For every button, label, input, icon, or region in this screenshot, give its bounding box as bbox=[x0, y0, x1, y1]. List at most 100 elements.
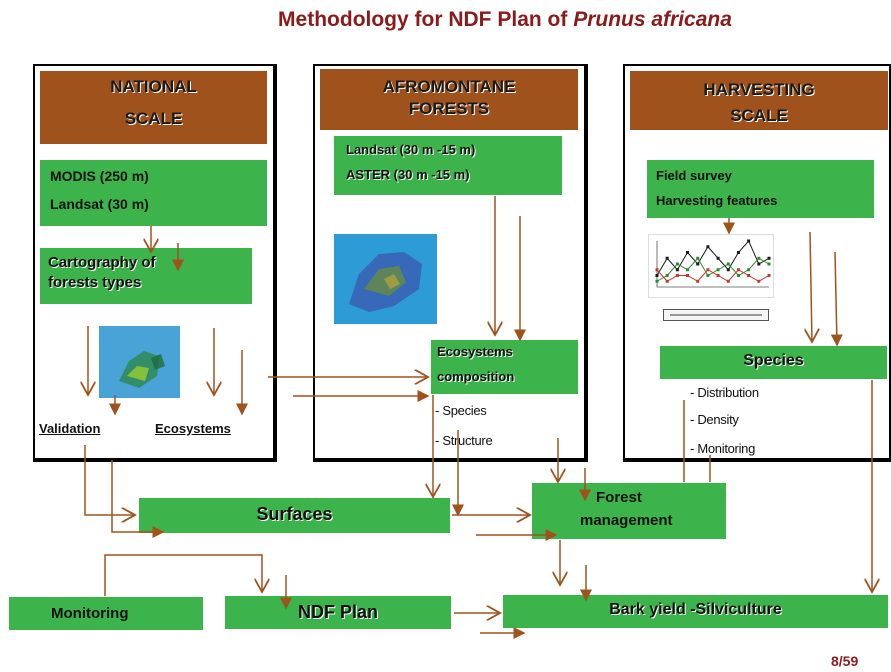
surfaces-box: Surfaces bbox=[139, 498, 450, 533]
arrow-monitoring-ndf bbox=[104, 554, 262, 596]
chart-point bbox=[767, 274, 771, 277]
density-text: Density bbox=[697, 412, 739, 427]
afromontane-forest-map bbox=[334, 234, 437, 324]
chart-point bbox=[706, 268, 710, 272]
forest-management-box: Forest management bbox=[532, 483, 726, 539]
chart-point bbox=[736, 274, 740, 277]
harvesting-chart bbox=[648, 234, 774, 298]
chart-point bbox=[747, 239, 751, 243]
national-header-line2: SCALE bbox=[124, 109, 183, 128]
scale-bar-line bbox=[670, 314, 762, 316]
chart-point bbox=[686, 268, 690, 272]
chart-point bbox=[726, 262, 730, 266]
afromontane-header: AFROMONTANE FORESTS bbox=[320, 69, 578, 130]
chart-point bbox=[665, 256, 669, 260]
chart-scale-bar bbox=[663, 309, 769, 321]
page-title: Methodology for NDF Plan of Prunus afric… bbox=[0, 8, 891, 32]
species-box: Species bbox=[660, 346, 887, 379]
afromontane-sensors: Landsat (30 m -15 m) ASTER (30 m -15 m) bbox=[334, 136, 562, 195]
ndf-plan-box: NDF Plan bbox=[225, 596, 451, 629]
harvest-item-density: - Density bbox=[690, 412, 739, 427]
afromontane-sensor-landsat: Landsat (30 m -15 m) bbox=[346, 142, 476, 157]
monitoring-box: Monitoring bbox=[9, 597, 203, 630]
chart-point bbox=[696, 279, 700, 283]
chart-point bbox=[767, 256, 771, 260]
validation-label: Validation bbox=[39, 421, 101, 436]
afro-item-species: - Species bbox=[435, 403, 487, 418]
chart-point bbox=[716, 274, 720, 277]
chart-point bbox=[757, 262, 761, 266]
cartography-line1: Cartography of bbox=[48, 254, 156, 271]
afro-item-structure: - Structure bbox=[435, 433, 493, 448]
chart-point bbox=[655, 274, 659, 277]
eco-composition-line2: composition bbox=[437, 369, 515, 384]
national-header: NATIONAL SCALE bbox=[40, 71, 267, 144]
harvesting-chart-svg bbox=[655, 239, 771, 288]
title-main: Methodology for NDF Plan of bbox=[278, 8, 568, 31]
chart-point bbox=[686, 274, 690, 277]
eco-composition-line1: Ecosystems bbox=[437, 344, 513, 359]
chart-point bbox=[686, 251, 690, 254]
harvesting-header: HARVESTING SCALE bbox=[630, 71, 888, 130]
cartography-box: Cartography of forests types bbox=[40, 248, 252, 304]
afromontane-header-line2: FORESTS bbox=[408, 99, 490, 119]
chart-point bbox=[736, 251, 740, 254]
distribution-text: Distribution bbox=[697, 385, 759, 400]
arrow-survey-species-2 bbox=[830, 251, 843, 347]
national-header-line1: NATIONAL bbox=[110, 77, 197, 96]
harvesting-header-line1: HARVESTING bbox=[703, 80, 815, 99]
chart-point bbox=[747, 268, 751, 272]
national-map-graphic bbox=[119, 351, 165, 388]
chart-point bbox=[736, 268, 740, 272]
chart-point bbox=[706, 274, 710, 277]
ecosystems-label: Ecosystems bbox=[155, 421, 231, 436]
harvest-item-distribution: - Distribution bbox=[690, 385, 759, 400]
chart-point bbox=[675, 262, 679, 266]
cartography-line2: forests types bbox=[48, 274, 142, 291]
chart-point bbox=[726, 268, 730, 272]
chart-axes bbox=[656, 241, 769, 288]
bark-yield-box: Bark yield -Silviculture bbox=[503, 595, 888, 628]
field-survey-box: Field survey Harvesting features bbox=[647, 160, 874, 218]
chart-point bbox=[747, 274, 751, 277]
national-sensor-modis: MODIS (250 m) bbox=[50, 168, 149, 184]
chart-series-line bbox=[656, 269, 770, 282]
chart-point bbox=[757, 279, 761, 283]
chart-point bbox=[675, 274, 679, 277]
page-number: 8/59 bbox=[831, 653, 859, 669]
chart-point bbox=[696, 262, 700, 266]
field-survey-line2: Harvesting features bbox=[656, 193, 778, 208]
afromontane-sensor-aster: ASTER (30 m -15 m) bbox=[346, 167, 470, 182]
chart-point bbox=[665, 279, 669, 283]
arrow-survey-species bbox=[810, 231, 812, 342]
chart-point bbox=[675, 268, 679, 272]
national-sensors: MODIS (250 m) Landsat (30 m) bbox=[40, 160, 267, 226]
harvest-item-monitoring: - Monitoring bbox=[690, 441, 756, 456]
distribution-dash: - bbox=[690, 385, 698, 400]
field-survey-line1: Field survey bbox=[656, 168, 732, 183]
national-sensor-landsat: Landsat (30 m) bbox=[50, 196, 149, 212]
afromontane-header-line1: AFROMONTANE bbox=[382, 77, 516, 96]
chart-point bbox=[767, 262, 771, 266]
forest-management-line2: management bbox=[580, 512, 673, 529]
afromontane-map-graphic bbox=[349, 252, 422, 312]
arrow-validation-surfaces-2 bbox=[111, 460, 165, 538]
chart-series-line bbox=[656, 240, 770, 276]
chart-point bbox=[716, 268, 720, 272]
chart-point bbox=[655, 279, 659, 283]
chart-point bbox=[726, 279, 730, 283]
ecosystems-composition-box: Ecosystems composition bbox=[431, 340, 578, 394]
chart-point bbox=[706, 245, 710, 249]
chart-point bbox=[716, 256, 720, 260]
title-species: Prunus africana bbox=[573, 8, 732, 31]
chart-point bbox=[757, 256, 761, 260]
chart-point bbox=[696, 256, 700, 260]
national-forest-map bbox=[99, 326, 180, 398]
forest-management-line1: Forest bbox=[596, 489, 642, 506]
chart-point bbox=[665, 274, 669, 277]
arrow-validation-surfaces bbox=[84, 445, 135, 515]
harvesting-header-line2: SCALE bbox=[730, 105, 788, 125]
density-dash: - bbox=[690, 412, 698, 427]
chart-point bbox=[655, 268, 659, 272]
